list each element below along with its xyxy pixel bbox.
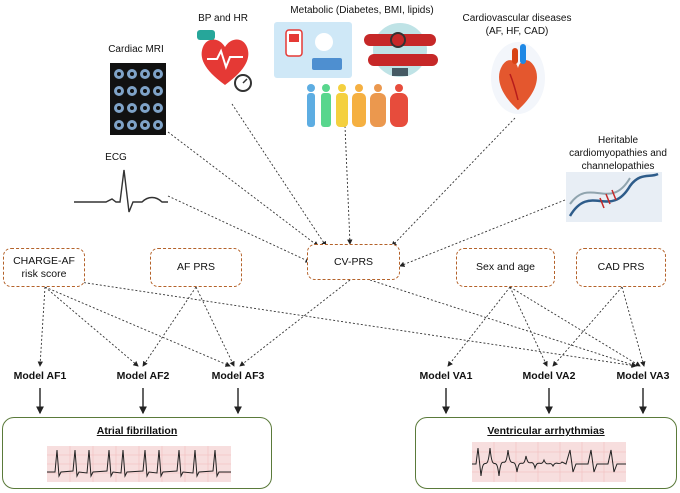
af-prs-label: AF PRS <box>177 261 215 273</box>
edge-afprs-af3 <box>195 286 235 367</box>
ecg-waveform-icon <box>74 169 168 213</box>
model-va3: Model VA3 <box>616 370 670 382</box>
heritable-label-line1: Heritable <box>597 135 639 146</box>
cv-prs-label: CV-PRS <box>333 255 374 268</box>
cardiovascular-label-line1: Cardiovascular diseases <box>462 13 572 24</box>
cardiac-mri-icon <box>110 63 166 135</box>
edge-cadprs-va3 <box>621 286 646 367</box>
atrial-fibrillation-title: Atrial fibrillation <box>96 425 178 437</box>
charge-af-line1: CHARGE-AF <box>13 254 75 267</box>
cad-prs-box: CAD PRS <box>576 248 666 287</box>
edge-charge-af3 <box>44 286 231 367</box>
atrial-fibrillation-box: Atrial fibrillation <box>2 417 272 489</box>
edge-cvprs-va3 <box>369 279 637 368</box>
edge-charge-af1 <box>37 286 46 367</box>
sex-age-label: Sex and age <box>476 261 535 273</box>
cholesterol-vessel-icon <box>364 23 438 77</box>
edge-cvprs-af3 <box>239 279 351 367</box>
cardiovascular-label-line2: (AF, HF, CAD) <box>485 26 549 37</box>
va-ecg-strip <box>472 442 626 482</box>
blood-pressure-heart-icon <box>197 30 252 92</box>
edge-heritable-cvprs <box>399 199 566 267</box>
cardiac-mri-label: Cardiac MRI <box>108 44 164 55</box>
edge-mri-cvprs <box>167 131 319 247</box>
model-af1: Model AF1 <box>13 370 67 382</box>
af-prs-box: AF PRS <box>150 248 242 287</box>
edge-charge-af2 <box>44 286 139 367</box>
charge-af-box: CHARGE-AF risk score <box>3 248 85 287</box>
cardiovascular-label: Cardiovascular diseases (AF, HF, CAD) <box>452 12 582 38</box>
edge-cvd-cvprs <box>391 117 516 247</box>
body-mass-figures-icon <box>307 84 408 127</box>
edge-charge-va3 <box>79 281 637 368</box>
model-af2: Model AF2 <box>116 370 170 382</box>
diabetes-icon <box>274 22 352 78</box>
dna-helix-icon <box>566 172 662 222</box>
bp-hr-label: BP and HR <box>198 13 248 24</box>
ventricular-arrhythmias-title: Ventricular arrhythmias <box>487 425 605 437</box>
edge-sex-va3 <box>509 286 641 367</box>
edge-sex-va2 <box>509 286 548 367</box>
ventricular-arrhythmias-box: Ventricular arrhythmias <box>415 417 677 489</box>
ecg-label: ECG <box>105 152 127 163</box>
af-ecg-strip <box>47 446 231 482</box>
metabolic-label: Metabolic (Diabetes, BMI, lipids) <box>290 5 434 16</box>
edge-afprs-af2 <box>142 286 197 367</box>
heritable-label: Heritable cardiomyopathies and channelop… <box>556 134 680 173</box>
cad-prs-label: CAD PRS <box>597 261 645 273</box>
model-va1: Model VA1 <box>419 370 473 382</box>
model-va2: Model VA2 <box>522 370 576 382</box>
edge-cadprs-va2 <box>552 286 623 367</box>
heritable-label-line3: channelopathies <box>581 161 655 172</box>
cv-prs-box: CV-PRS <box>307 244 400 280</box>
sex-age-box: Sex and age <box>456 248 555 287</box>
charge-af-line2: risk score <box>21 267 67 280</box>
heritable-label-line2: cardiomyopathies and <box>569 148 667 159</box>
edge-metabolic-cvprs <box>344 125 353 245</box>
edge-bphr-cvprs <box>231 103 327 247</box>
edge-sex-va1 <box>447 286 511 367</box>
model-af3: Model AF3 <box>211 370 265 382</box>
heart-icon <box>491 42 545 114</box>
